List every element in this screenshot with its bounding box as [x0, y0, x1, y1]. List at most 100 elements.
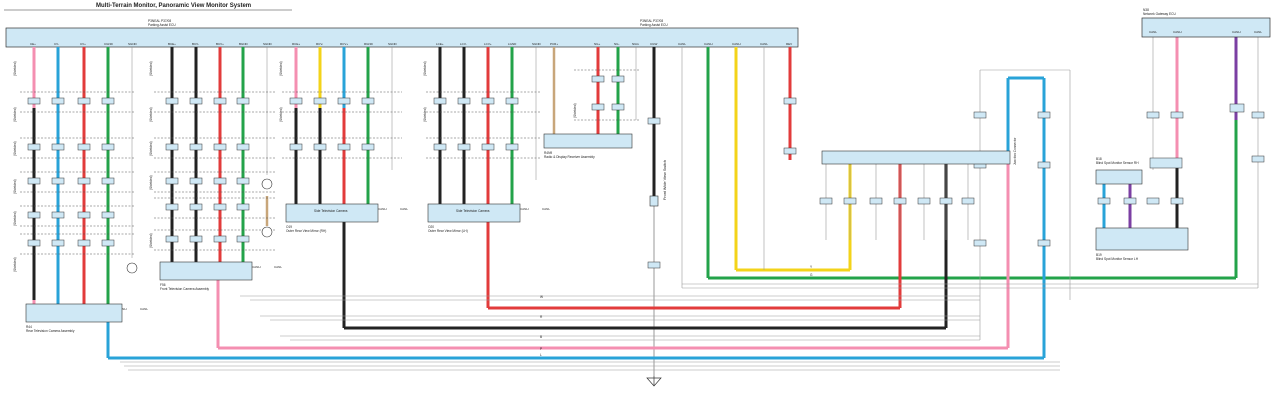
ecu-pin-label: NG- — [614, 42, 620, 46]
connector-block — [591, 75, 605, 83]
front_camera-pin-label: CANL — [274, 265, 282, 269]
connector-block — [505, 143, 519, 151]
blind-spot-lh-name: Blind Spot Monitor Sensor LH — [1096, 257, 1139, 261]
shielded-label: (Shielded) — [149, 175, 153, 190]
ground-symbol — [646, 376, 662, 387]
network-gateway-ecu — [1141, 17, 1271, 38]
connector-block — [433, 143, 447, 151]
connector-block — [505, 97, 519, 105]
side-camera-lh-box — [427, 203, 521, 223]
connector-block — [213, 143, 227, 151]
connector-block — [1170, 197, 1184, 205]
ecu-pin-label: CANH — [732, 42, 741, 46]
connector-block — [165, 143, 179, 151]
shielded-label: (Shielded) — [13, 61, 17, 76]
ecu-pin-label: CANL — [678, 42, 686, 46]
connector-block — [481, 143, 495, 151]
connector-block — [457, 143, 471, 151]
shielded-label: (Shielded) — [13, 179, 17, 194]
connector-block — [165, 177, 179, 185]
ecu-pin-label: BCV+ — [216, 42, 224, 46]
connector-block — [1251, 155, 1265, 163]
shield-ground-circle — [261, 226, 273, 238]
blind-spot-rh-name: Blind Spot Monitor Sensor RH — [1096, 161, 1139, 165]
ecu-pin-label: LCV- — [460, 42, 467, 46]
ecu-pin-label: SGND — [128, 42, 138, 46]
shield-ground-circle — [126, 262, 138, 274]
ecu-right-name: Parking Assist ECU — [640, 23, 668, 27]
network-ecu-pin-label: CANL — [1149, 30, 1157, 34]
wire-color-label: Y — [810, 265, 813, 269]
connector-block — [591, 103, 605, 111]
connector-block — [101, 177, 115, 185]
rear_camera-pin-label: CANL — [140, 307, 148, 311]
side-camera-lh-label: Side Television Camera — [456, 209, 490, 213]
front-switch-symbol — [649, 195, 659, 207]
connector-block — [1146, 197, 1160, 205]
ecu-pin-label: BGND — [239, 42, 249, 46]
ecu-pin-label: RGND — [364, 42, 374, 46]
connector-block — [213, 97, 227, 105]
side_camera_lh-pin-label: CANL — [542, 207, 550, 211]
connector-block — [165, 235, 179, 243]
ecu-pin-label: REV — [786, 42, 792, 46]
connector-block — [313, 143, 327, 151]
connector-block — [101, 239, 115, 247]
connector-block — [361, 97, 375, 105]
connector-block — [313, 97, 327, 105]
side-camera-rh-label: Side Television Camera — [314, 209, 348, 213]
connector-block — [843, 197, 857, 205]
junction-connector-label: Junction Connector — [1013, 137, 1017, 165]
connector-block — [189, 235, 203, 243]
shielded-label: (Shielded) — [423, 61, 427, 76]
connector-block — [647, 117, 661, 125]
side-camera-lh-sub: Outer Rear View Mirror (LH) — [428, 229, 468, 233]
wire-color-label: G — [810, 273, 813, 277]
shielded-label: (Shielded) — [149, 141, 153, 156]
radio-box — [543, 133, 633, 149]
connector-block — [236, 97, 250, 105]
side-camera-lh-code: O20 — [428, 225, 434, 229]
ecu-pin-label: CV+ — [80, 42, 86, 46]
shielded-label: (Shielded) — [13, 211, 17, 226]
connector-block — [337, 143, 351, 151]
parking-assist-ecu — [5, 27, 799, 48]
shielded-label: (Shielded) — [13, 257, 17, 272]
ecu-pin-label: BCV- — [192, 42, 199, 46]
ecu-pin-label: SGND — [532, 42, 542, 46]
connector-block — [973, 239, 987, 247]
rear-camera-code: R44 — [26, 325, 32, 329]
ecu-pin-label: PCR+ — [550, 42, 558, 46]
shielded-label: (Shielded) — [573, 103, 577, 118]
junction-block-ecu — [1229, 103, 1245, 113]
wire-color-label: L — [540, 353, 542, 357]
wire-color-label: P — [540, 347, 542, 351]
ecu-pin-label: RCV- — [316, 42, 323, 46]
ecu-pin-label: CGW — [650, 42, 658, 46]
blind-spot-rh-code: B18 — [1096, 157, 1102, 161]
ecu-pin-label: CE+ — [30, 42, 36, 46]
ecu-left-connector: P3NEAL P37/08 — [148, 19, 171, 23]
front-camera-code: F56 — [160, 283, 166, 287]
diagram-title: Multi-Terrain Monitor, Panoramic View Mo… — [96, 3, 251, 9]
connector-block — [165, 203, 179, 211]
front-camera-box — [159, 261, 253, 281]
connector-block — [973, 111, 987, 119]
connector-block — [213, 203, 227, 211]
connector-block — [939, 197, 953, 205]
connector-block — [189, 203, 203, 211]
connector-block — [77, 177, 91, 185]
connector-block — [77, 211, 91, 219]
connector-block — [236, 177, 250, 185]
connector-block — [783, 97, 797, 105]
rear-camera-box — [25, 303, 123, 323]
blind-spot-rh-box — [1095, 169, 1143, 185]
ecu-pin-label: NGG — [632, 42, 640, 46]
blind-spot-lh-code: B19 — [1096, 253, 1102, 257]
shielded-label: (Shielded) — [13, 141, 17, 156]
connector-block — [236, 203, 250, 211]
